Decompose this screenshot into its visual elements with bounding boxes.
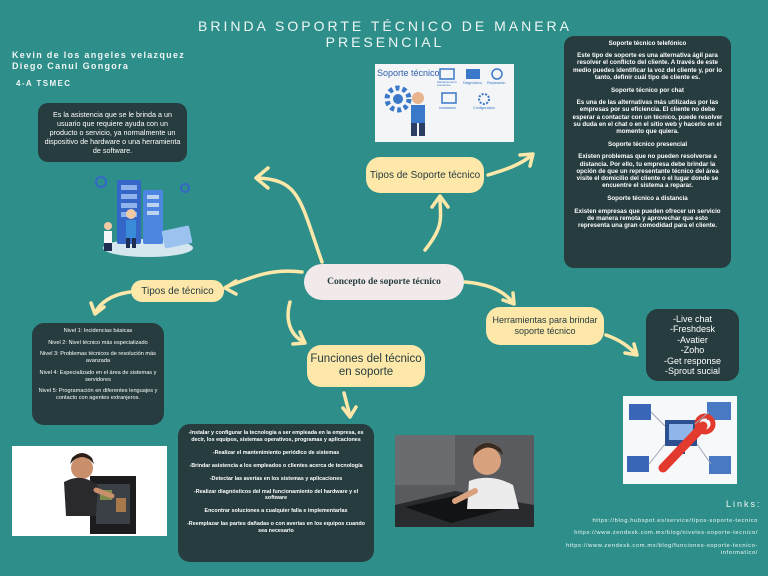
arrow-to-support-types <box>486 153 534 177</box>
center-node: Concepto de soporte técnico <box>304 264 464 300</box>
functions-box: -Instalar y configurar la tecnología a s… <box>178 424 374 562</box>
level-item: Nivel 3: Problemas técnicos de resolució… <box>40 351 156 364</box>
technician-photo <box>12 446 167 536</box>
function-item: -Realizar diagnósticos del mal funcionam… <box>193 488 359 502</box>
infographic-label-4: Instalación <box>439 106 457 110</box>
arrow-to-definition <box>256 176 324 264</box>
function-item: Encontrar soluciones a cualquier falla e… <box>204 508 348 515</box>
tool-item: -Sprout sucial <box>664 366 721 377</box>
support-type-heading-3: Soporte técnico presencial <box>607 141 688 149</box>
arrow-to-tipos-soporte <box>423 195 443 252</box>
repair-icon <box>491 68 503 80</box>
support-type-heading-4: Soporte técnico a distancia <box>607 195 688 203</box>
function-item: -Instalar y configurar la tecnología a s… <box>188 430 364 443</box>
arrow-to-tools <box>604 333 638 356</box>
technician-repair-illustration <box>64 453 136 534</box>
infographic-label-3: Reparación <box>487 81 506 85</box>
support-type-text-2: Es una de las alternativas más utilizada… <box>572 99 723 136</box>
repair-photo <box>395 435 534 527</box>
support-type-text-4: Existen empresas que pueden ofrecer un s… <box>574 207 721 230</box>
function-item: -Reemplazar las partes dañadas o con ave… <box>187 521 365 535</box>
author-1: Kevin de los angeles velazquez <box>12 50 186 60</box>
page-title: BRINDA SOPORTE TÉCNICO DE MANERA PRESENC… <box>198 18 572 50</box>
infographic-label-5: Configuración <box>473 106 496 110</box>
function-item: -Detectar las averías en los sistemas y … <box>209 475 343 482</box>
level-item: Nivel 5: Programación en diferentes leng… <box>38 388 158 401</box>
tool-item: -Get response <box>663 355 722 366</box>
technician-illustration <box>95 176 193 257</box>
function-item: -Brindar asistencia a los empleados o cl… <box>189 462 363 469</box>
infographic-label-2: Diagnóstico <box>463 81 482 85</box>
support-types-box: Soporte técnico telefónico Este tipo de … <box>564 36 731 268</box>
function-item: -Realizar el mantenimiento periódico de … <box>212 449 340 456</box>
arrow-to-tipos-tecnico <box>224 269 304 289</box>
infographic-title: Soporte técnico <box>377 68 440 78</box>
support-type-text-3: Existen problemas que no pueden resolver… <box>576 153 719 190</box>
level-item: Nivel 2: Nivel técnico más especializado <box>48 339 148 346</box>
tools-box: -Live chat -Freshdesk -Avatier -Zoho -Ge… <box>646 309 739 381</box>
support-type-text-1: Este tipo de soporte es una alternativa … <box>572 52 723 81</box>
group-label: 4-A TSMEC <box>16 79 72 88</box>
support-type-heading-2: Soporte técnico por chat <box>611 87 684 95</box>
tool-item: -Live chat <box>672 314 713 324</box>
link-1[interactable]: https://blog.hubspot.es/service/tipos-so… <box>592 518 758 524</box>
arrow-to-levels <box>93 290 132 315</box>
gear-icon <box>384 85 412 113</box>
technician-icon <box>411 92 425 136</box>
level-item: Nivel 1: Incidencias básicas <box>63 328 133 334</box>
tool-item: -Freshdesk <box>669 324 715 335</box>
technician-levels-box: Nivel 1: Incidencias básicas Nivel 2: Ni… <box>32 323 164 425</box>
definition-box: Es la asistencia que se le brinda a un u… <box>38 103 187 162</box>
person-repairing-laptop-illustration <box>395 435 534 527</box>
link-2[interactable]: https://www.zendesk.com.mx/blog/niveles-… <box>574 530 758 536</box>
arrow-to-funciones <box>286 300 306 344</box>
config-icon <box>478 93 490 105</box>
authors: Kevin de los angeles velazquez Diego Can… <box>12 50 185 72</box>
arrow-to-herramientas <box>463 280 515 305</box>
author-2: Diego Canul Gongora <box>12 61 130 71</box>
node-herramientas: Herramientas para brindar soporte técnic… <box>486 307 604 345</box>
computer-wrench-icon <box>627 402 731 474</box>
tool-item: -Zoho <box>680 345 705 356</box>
support-infographic-image: Soporte técnico Mantenimiento preventivo… <box>375 64 514 142</box>
node-tipos-tecnico: Tipos de técnico <box>131 280 224 302</box>
links-title: Links: <box>726 499 762 509</box>
maintenance-icon <box>439 68 455 80</box>
support-type-heading-1: Soporte técnico telefónico <box>608 40 687 47</box>
tools-image <box>623 396 737 484</box>
node-funciones: Funciones del técnico en soporte <box>307 345 425 387</box>
node-tipos-soporte: Tipos de Soporte técnico <box>366 157 484 193</box>
tool-item: -Avatier <box>677 334 708 345</box>
level-item: Nivel 4: Especializado en el área de sis… <box>39 369 157 383</box>
arrow-to-functions-list <box>342 391 352 418</box>
link-3[interactable]: https://www.zendesk.com.mx/blog/funcione… <box>565 543 758 556</box>
install-icon <box>441 92 457 104</box>
infographic-label-1: Mantenimiento preventivo <box>437 80 457 88</box>
diagnosis-icon <box>466 69 480 79</box>
